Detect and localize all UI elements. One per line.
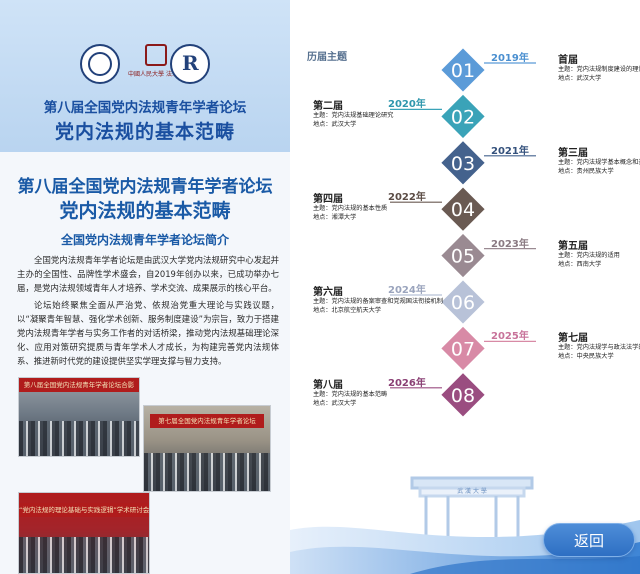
edition-theme: 主题：党内法规的基本性质 (313, 205, 388, 213)
edition-name: 第五届 (558, 240, 588, 252)
banner-forum-theme: 党内法规的基本范畴 (54, 121, 235, 143)
edition-number: 03 (451, 153, 475, 175)
edition-year: 2022年 (388, 192, 426, 204)
edition-number: 06 (451, 292, 475, 314)
edition-number: 02 (451, 106, 475, 128)
edition-diamond-marker (438, 370, 488, 420)
campus-gate-decoration: 武 漢 大 學 (290, 476, 640, 574)
edition-location: 地点：湘潭大学 (313, 214, 357, 222)
edition-location: 地点：武汉大学 (313, 121, 357, 129)
banner-forum-title: 第八届全国党内法规青年学者论坛 (43, 100, 247, 116)
intro-heading: 全国党内法规青年学者论坛简介 (60, 233, 229, 247)
edition-name: 第八届 (313, 379, 343, 391)
edition-name: 第四届 (313, 194, 343, 206)
edition-info: 主题：党内法规的备案审查和党规国法衔接机制地点：北京航空航天大学 (313, 297, 443, 315)
edition-location: 地点：中央民族大学 (558, 353, 614, 361)
edition-location: 地点：贵州民族大学 (558, 167, 614, 175)
university-seal-logo (80, 44, 120, 84)
edition-name: 第三届 (558, 147, 588, 159)
edition-info: 主题：党内法规学基本概念和基本方法地点：贵州民族大学 (558, 158, 640, 176)
edition-year: 2024年 (388, 285, 426, 296)
edition-info: 主题：党内法规制度建设的理论与实践地点：武汉大学 (558, 65, 640, 83)
header-banner: 中國人民大學 法學院 R 第八届全国党内法规青年学者论坛 党内法规的基本范畴 (0, 0, 290, 152)
edition-info: 主题：党内法规的基本性质地点：湘潭大学 (313, 204, 387, 222)
section-title: 历届主题 (307, 52, 347, 63)
group-photo-2: 第七届全国党内法规青年学者论坛 (143, 405, 271, 492)
edition-number: 04 (451, 199, 475, 221)
edition-year: 2019年 (491, 53, 529, 64)
edition-year: 2020年 (388, 99, 426, 111)
edition-info: 主题：党内法规的基本范畴地点：武汉大学 (313, 390, 387, 408)
back-button[interactable]: 返回 (543, 523, 635, 557)
edition-info: 主题：党内法规学与政法法学的对话地点：中央民族大学 (558, 343, 640, 361)
edition-theme: 主题：党内法规的适用 (558, 251, 620, 259)
edition-number: 08 (451, 385, 475, 407)
edition-location: 地点：武汉大学 (313, 399, 357, 407)
edition-year: 2023年 (491, 238, 529, 250)
gate-icon (410, 476, 534, 544)
edition-location: 地点：西南大学 (558, 260, 602, 268)
group-photo-1: 第八届全国党内法规青年学者论坛合影 (18, 377, 140, 457)
edition-year: 2021年 (491, 145, 529, 157)
forum-title: 第八届全国党内法规青年学者论坛 (17, 177, 273, 197)
edition-number: 05 (451, 246, 475, 268)
gate-inscription: 武 漢 大 學 (457, 487, 487, 495)
edition-number: 01 (451, 60, 475, 82)
edition-theme: 主题：党内法规学与政法法学的对话 (558, 344, 640, 352)
r-emblem-logo: R (170, 44, 210, 84)
intro-paragraph-2: 论坛始终聚焦全面从严治党、依规治党重大理论与实践议题，以“凝聚青年智慧、强化学术… (17, 300, 279, 366)
forum-intro-panel: 中國人民大學 法學院 R 第八届全国党内法规青年学者论坛 党内法规的基本范畴 第… (0, 0, 290, 574)
edition-location: 地点：武汉大学 (558, 75, 602, 82)
edition-location: 地点：北京航空航天大学 (313, 307, 382, 314)
group-photo-3: “党内法规的理论基础与实践逻辑”学术研讨会 (18, 492, 150, 574)
forum-theme: 党内法规的基本范畴 (59, 200, 231, 222)
timeline-graphic: 01 02 03 04 05 06 07 08 (390, 45, 536, 420)
edition-name: 第六届 (313, 287, 343, 298)
edition-theme: 主题：党内法规的基本范畴 (313, 390, 388, 398)
past-themes-panel: 历届主题 01 02 03 04 05 06 07 08 2019年 首届主题：党内法规制度建设… (290, 0, 640, 574)
edition-theme: 主题：党内法规制度建设的理论与实践 (558, 66, 640, 73)
edition-info: 主题：党内法规基础理论研究地点：武汉大学 (313, 111, 393, 129)
edition-theme: 主题：党内法规学基本概念和基本方法 (558, 158, 640, 166)
edition-year: 2025年 (491, 331, 529, 343)
edition-theme: 主题：党内法规基础理论研究 (313, 112, 394, 120)
edition-theme: 主题：党内法规的备案审查和党规国法衔接机制 (313, 298, 443, 305)
edition-number: 07 (451, 338, 475, 360)
intro-paragraph-1: 全国党内法规青年学者论坛是由武汉大学党内法规研究中心发起并主办的全国性、品牌性学… (17, 255, 279, 293)
photo-caption: 第七届全国党内法规青年学者论坛 (150, 414, 264, 428)
edition-year: 2026年 (388, 377, 426, 389)
renmin-law-school-logo: 中國人民大學 法學院 (125, 44, 187, 84)
photo-caption: 第八届全国党内法规青年学者论坛合影 (19, 378, 139, 392)
photo-caption: “党内法规的理论基础与实践逻辑”学术研讨会 (19, 503, 149, 517)
edition-name: 第二届 (313, 101, 343, 113)
edition-name: 第七届 (558, 333, 588, 345)
edition-info: 主题：党内法规的适用地点：西南大学 (558, 251, 620, 269)
edition-name: 首届 (558, 55, 578, 66)
